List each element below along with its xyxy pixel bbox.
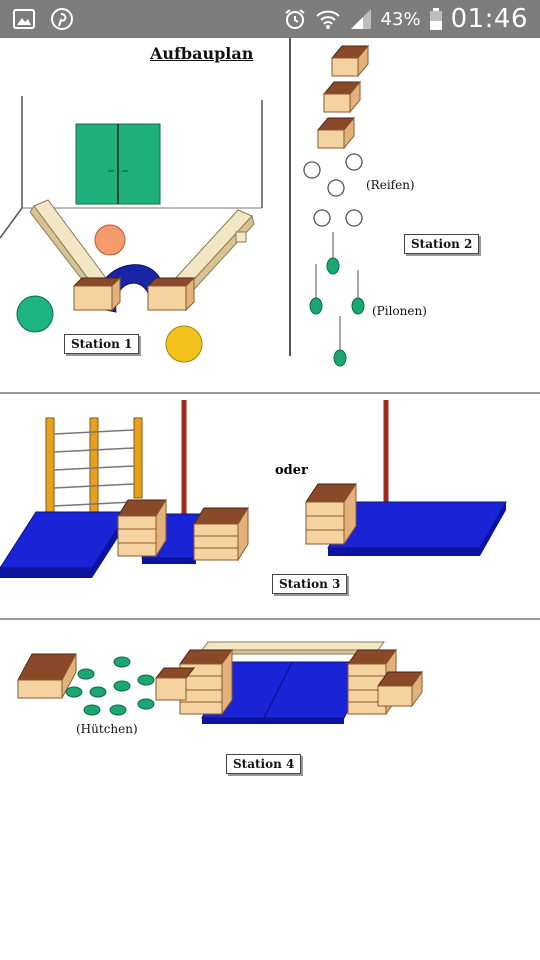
station-3-label: Station 3: [272, 574, 348, 594]
box-station4-small-left: [154, 667, 196, 701]
markers-label: (Hütchen): [76, 722, 138, 736]
diagram-title: Aufbauplan: [150, 44, 254, 63]
box-station2-2: [322, 80, 362, 114]
box-station2-1: [330, 44, 370, 78]
box-station1-left: [72, 276, 122, 312]
cones-label: (Pilonen): [372, 304, 427, 318]
signal-icon: [350, 9, 371, 29]
vault-box-station4-left: [179, 648, 233, 716]
diagram-drawing: [0, 38, 540, 724]
pinterest-icon: [51, 8, 73, 30]
battery-percent: 43%: [380, 8, 421, 30]
vault-box-station3-a: [117, 498, 167, 558]
box-station4-small-right: [377, 670, 423, 708]
alternative-label: oder: [275, 463, 308, 478]
vault-box-station3-b: [193, 506, 249, 562]
alarm-icon: [284, 9, 305, 29]
station-1-label: Station 1: [64, 334, 140, 354]
setup-diagram: Aufbauplan Station 1 Station 2 Station 3…: [0, 38, 540, 960]
mat-station3-right: [327, 501, 507, 556]
wall-bars: [45, 417, 143, 519]
battery-icon: [429, 8, 442, 30]
box-station4-left: [17, 653, 77, 699]
bench-right: [171, 209, 253, 289]
mat-station3-left: [0, 511, 129, 578]
hall-door: [75, 123, 161, 205]
station-2-label: Station 2: [404, 234, 480, 254]
wifi-icon: [315, 10, 340, 29]
gallery-icon: [13, 9, 35, 29]
hall-wall-left: [0, 96, 23, 239]
hoops-label: (Reifen): [366, 178, 415, 192]
hoops: [303, 153, 363, 227]
cones: [309, 232, 365, 367]
ball-green: [16, 295, 54, 333]
ball-yellow: [165, 325, 203, 363]
station-4-label: Station 4: [226, 754, 302, 774]
status-bar: 43% 01:46: [0, 0, 540, 38]
vault-box-station3-c: [305, 482, 357, 546]
ball-orange: [94, 224, 126, 256]
marker-discs: [65, 656, 155, 716]
box-station1-right: [146, 276, 196, 312]
box-station2-3: [316, 116, 356, 150]
clock: 01:46: [450, 4, 528, 34]
